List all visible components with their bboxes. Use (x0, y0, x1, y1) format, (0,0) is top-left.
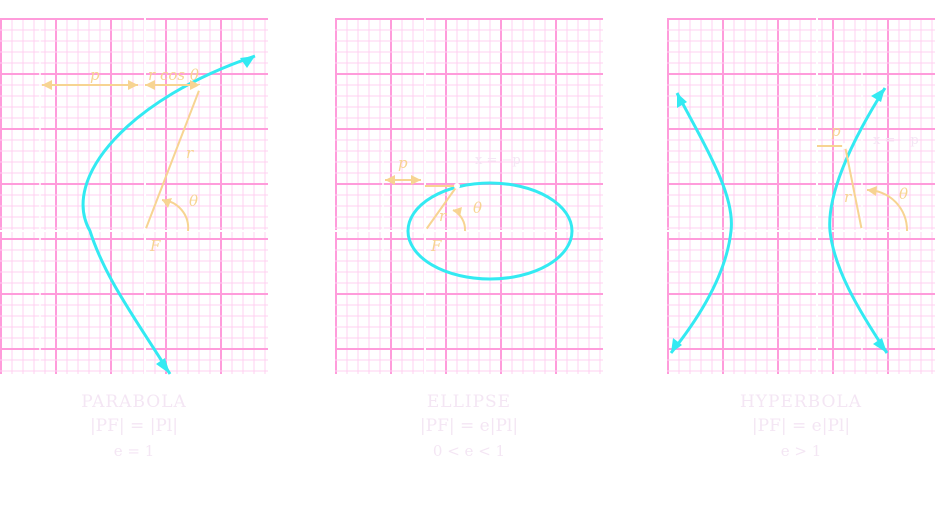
theta-arrow-head (867, 186, 877, 196)
label-r: r (186, 144, 194, 162)
r-segment (144, 87, 201, 232)
point-p (197, 85, 203, 91)
p-arrow-right-head (128, 80, 138, 90)
focus-point (142, 228, 148, 234)
rcos-arrow-left-head (145, 80, 155, 90)
label-focus: F (430, 237, 442, 255)
caption-eccentricity: 0 < e < 1 (432, 442, 506, 460)
ellipse-diagram: p r θ F x = −p (335, 18, 603, 374)
hyperbola-caption: HYPERBOLA |PF| = e|Pl| e > 1 (667, 392, 935, 460)
label-p: p (398, 154, 408, 172)
label-p: p (831, 122, 841, 140)
caption-equation: |PF| = e|Pl| (419, 416, 519, 436)
caption-equation: |PF| = |Pl| (89, 416, 179, 436)
label-r: r (439, 207, 447, 225)
arrow-head-bottom (156, 358, 170, 374)
ellipse-curve (406, 181, 574, 281)
ellipse-caption: ELLIPSE |PF| = e|Pl| 0 < e < 1 (335, 392, 603, 460)
arrow-head-right-top (871, 88, 885, 102)
hyperbola-left-branch (669, 92, 733, 354)
ellipse-panel: p r θ F x = −p (335, 18, 603, 374)
r-segment (424, 185, 458, 232)
label-directrix: x = −p (475, 153, 521, 168)
caption-eccentricity: e > 1 (780, 442, 822, 460)
caption-title: PARABOLA (81, 392, 187, 412)
label-theta: θ (473, 199, 482, 217)
label-focus: F (149, 237, 161, 255)
caption-eccentricity: e = 1 (113, 442, 155, 460)
rcos-arrow-right-head (190, 80, 200, 90)
caption-title: HYPERBOLA (739, 392, 862, 412)
theta-arrow-head (453, 207, 462, 217)
parabola-diagram: p r cos θ r θ F (0, 18, 268, 375)
caption-title: ELLIPSE (426, 392, 512, 412)
r-segment (844, 145, 863, 232)
ellipse-grid (335, 18, 603, 374)
label-rcos: r cos θ (148, 66, 199, 84)
label-p: p (90, 66, 100, 84)
parabola-panel: p r cos θ r θ F (0, 18, 268, 375)
p-arrow-left-head (42, 80, 52, 90)
parabola-curve (81, 54, 256, 375)
label-theta: θ (899, 185, 908, 203)
theta-arrow-head (162, 198, 172, 208)
hyperbola-grid (667, 18, 935, 374)
p-arrow-right-head (411, 175, 421, 185)
label-directrix: x = −p (873, 133, 919, 148)
arrow-head-left-top (677, 93, 687, 108)
focus-point (859, 228, 865, 234)
arrow-head-left-bottom (671, 338, 682, 353)
focus-point (422, 228, 428, 234)
point-p (842, 143, 848, 149)
p-arrow-left-head (385, 175, 395, 185)
parabola-caption: PARABOLA |PF| = |Pl| e = 1 (0, 392, 268, 460)
arrow-head-top (240, 56, 255, 68)
arrow-head-right-bottom (873, 338, 887, 353)
hyperbola-diagram: p r θ x = −p (667, 18, 935, 374)
hyperbola-panel: p r θ x = −p (667, 18, 935, 374)
label-r: r (844, 188, 852, 206)
label-theta: θ (189, 192, 198, 210)
point-p (454, 183, 460, 189)
hyperbola-right-branch (828, 87, 889, 354)
caption-equation: |PF| = e|Pl| (751, 416, 851, 436)
